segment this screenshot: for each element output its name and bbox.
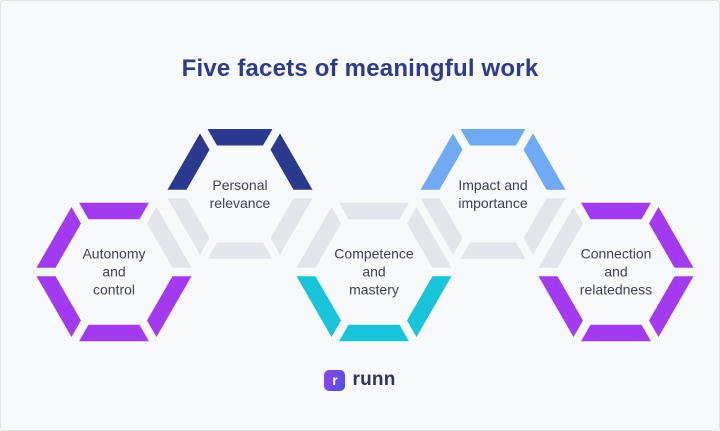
hex-competence-and-mastery-seg-upper-left (296, 207, 341, 268)
hex-autonomy-and-control-seg-bottom (79, 324, 149, 342)
hex-impact-and-importance-seg-upper-left (420, 133, 463, 190)
hexagon-personal-relevance (167, 129, 313, 259)
hex-connection-and-relatedness-seg-bottom (581, 324, 651, 342)
hexagon-impact-and-importance (420, 129, 566, 259)
hex-competence-and-mastery-seg-lower-right (407, 276, 452, 337)
hexagon-autonomy-and-control (36, 202, 192, 342)
hex-personal-relevance-seg-upper-right (270, 133, 313, 190)
hex-impact-and-importance-seg-top (460, 129, 526, 146)
hex-personal-relevance-seg-lower-left (167, 198, 210, 255)
hex-competence-and-mastery-seg-lower-left (296, 276, 341, 337)
hex-impact-and-importance-seg-upper-right (523, 133, 566, 190)
hex-personal-relevance-seg-bottom (207, 242, 273, 259)
hexagon-connection-and-relatedness (538, 202, 694, 342)
hex-personal-relevance-seg-lower-right (270, 198, 313, 255)
hex-connection-and-relatedness-seg-upper-left (538, 207, 583, 268)
hex-autonomy-and-control-seg-lower-right (147, 276, 192, 337)
hex-competence-and-mastery-seg-bottom (339, 324, 409, 342)
hex-connection-and-relatedness-seg-top (581, 202, 651, 220)
hex-personal-relevance-seg-upper-left (167, 133, 210, 190)
page-title: Five facets of meaningful work (181, 55, 539, 82)
hex-impact-and-importance-seg-lower-right (523, 198, 566, 255)
runn-logo-text: runn (352, 369, 396, 390)
hex-personal-relevance-seg-top (207, 129, 273, 146)
hex-connection-and-relatedness-seg-lower-right (649, 276, 694, 337)
hex-impact-and-importance-seg-lower-left (420, 198, 463, 255)
hex-autonomy-and-control-seg-lower-left (36, 276, 81, 337)
hexagon-competence-and-mastery (296, 202, 452, 342)
hex-competence-and-mastery-seg-top (339, 202, 409, 220)
hex-competence-and-mastery-seg-upper-right (407, 207, 452, 268)
hex-connection-and-relatedness-seg-lower-left (538, 276, 583, 337)
hex-connection-and-relatedness-seg-upper-right (649, 207, 694, 268)
hex-autonomy-and-control-seg-top (79, 202, 149, 220)
hex-autonomy-and-control-seg-upper-right (147, 207, 192, 268)
runn-logo: r runn (1, 369, 719, 391)
hex-autonomy-and-control-seg-upper-left (36, 207, 81, 268)
runn-logo-icon: r (324, 369, 346, 391)
hex-impact-and-importance-seg-bottom (460, 242, 526, 259)
